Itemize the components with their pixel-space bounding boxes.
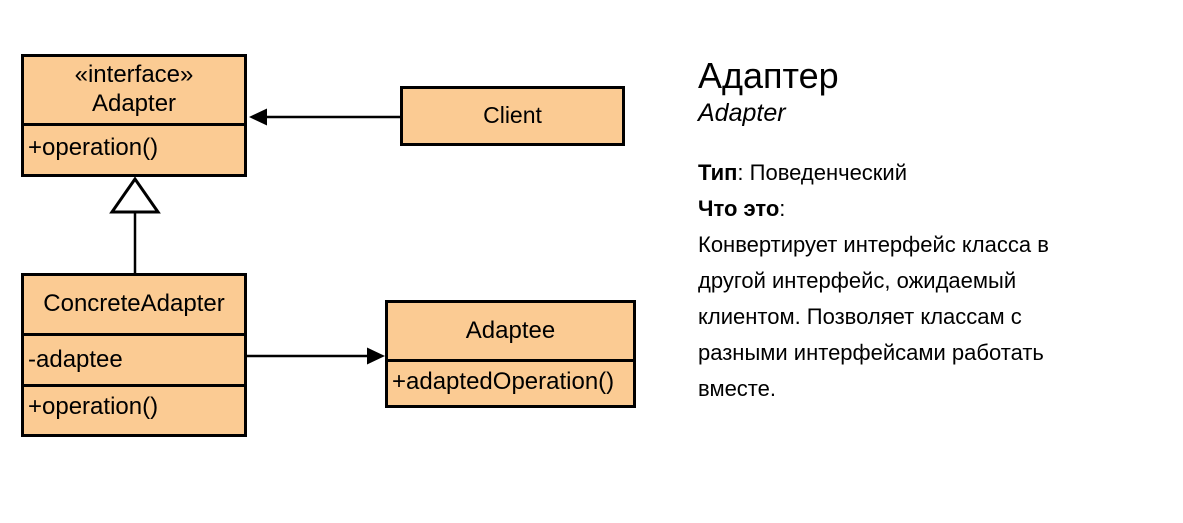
description-line: Конвертирует интерфейс класса в (698, 232, 1049, 257)
what-is-suffix: : (779, 196, 786, 221)
description-line: вместе. (698, 376, 776, 401)
what-is-line: Что это: (698, 191, 1168, 227)
description-line: другой интерфейс, ожидаемый (698, 268, 1017, 293)
class-box-adapter-interface: «interface» Adapter +operation() (21, 54, 247, 177)
concrete-to-adaptee-arrow (247, 347, 385, 365)
class-box-concrete-adapter: ConcreteAdapter -adaptee +operation() (21, 273, 247, 437)
solid-arrowhead-icon (249, 108, 267, 126)
class-name: Client (483, 102, 542, 129)
class-box-client: Client (400, 86, 625, 146)
attribute-label: -adaptee (28, 345, 123, 373)
operations-compartment: +operation() (24, 384, 244, 428)
type-value: : Поведенческий (737, 160, 908, 185)
stereotype-label: «interface» (74, 61, 194, 89)
class-header: «interface» Adapter (24, 57, 244, 123)
pattern-type-line: Тип: Поведенческий (698, 155, 1168, 191)
pattern-description-block: Тип: Поведенческий Что это: Конвертирует… (698, 155, 1168, 407)
description-line: разными интерфейсами работать (698, 340, 1044, 365)
client-to-adapter-arrow (249, 108, 400, 126)
pattern-title-ru: Адаптер (698, 55, 839, 96)
pattern-title-en: Adapter (698, 99, 786, 127)
class-header: ConcreteAdapter (24, 276, 244, 333)
class-name: ConcreteAdapter (43, 290, 225, 318)
class-name: Adaptee (465, 316, 556, 344)
pattern-info-panel: Адаптер Adapter Тип: Поведенческий Что э… (698, 55, 1168, 407)
operations-compartment: +operation() (24, 123, 244, 171)
attributes-compartment: -adaptee (24, 333, 244, 384)
type-label: Тип (698, 160, 738, 185)
hollow-triangle-icon (109, 176, 161, 214)
class-header: Adaptee (388, 303, 633, 359)
description-line: клиентом. Позволяет классам с (698, 304, 1022, 329)
class-box-adaptee: Adaptee +adaptedOperation() (385, 300, 636, 408)
class-name: Adapter (91, 90, 177, 117)
operation-label: +adaptedOperation() (392, 367, 615, 395)
operation-label: +operation() (28, 393, 159, 421)
solid-arrowhead-icon (367, 347, 385, 365)
operations-compartment: +adaptedOperation() (388, 359, 633, 402)
inheritance-connector (109, 176, 161, 273)
what-is-label: Что это (698, 196, 780, 221)
operation-label: +operation() (28, 134, 159, 162)
